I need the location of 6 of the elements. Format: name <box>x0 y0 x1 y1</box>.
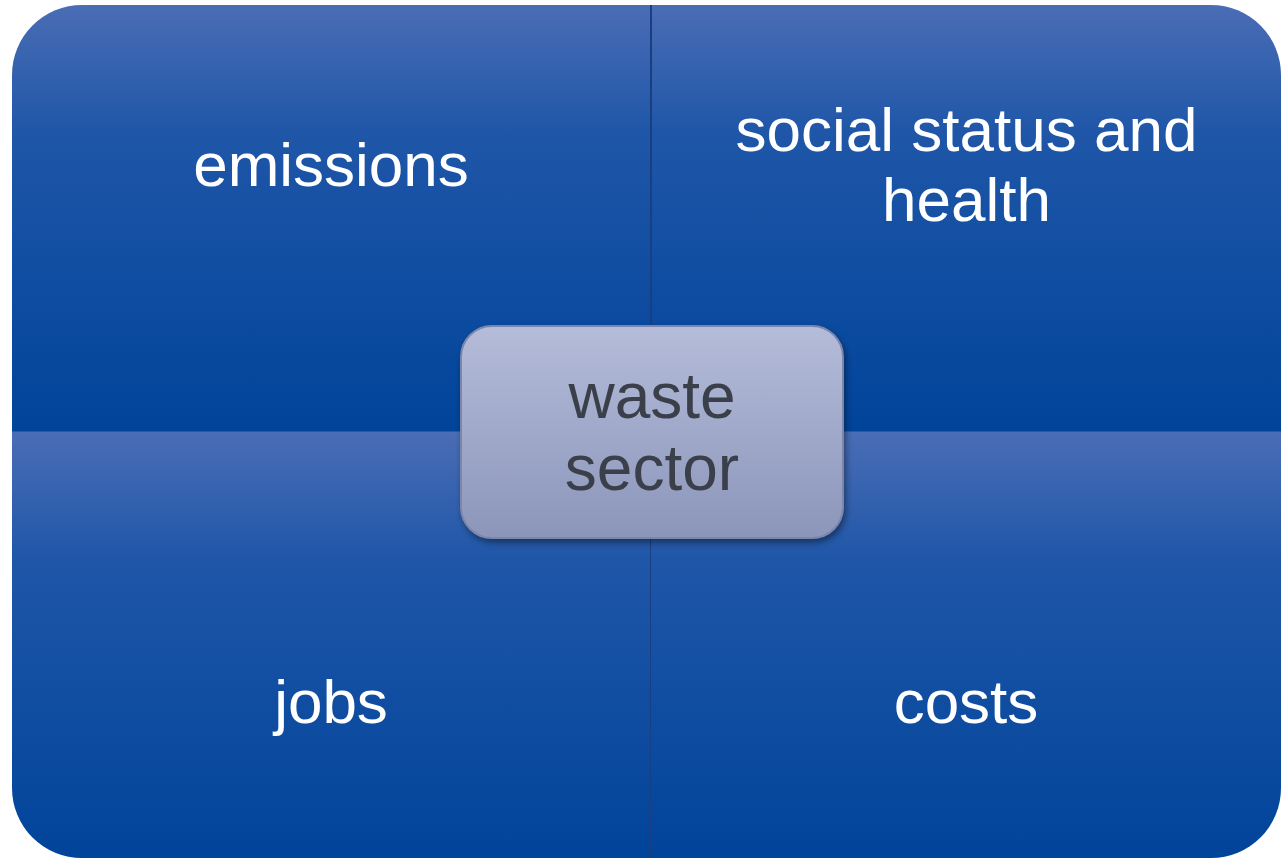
center-label: waste sector <box>563 360 741 504</box>
quadrant-label: emissions <box>193 130 469 200</box>
center-box <box>460 325 844 539</box>
quadrant-label: social status and health <box>734 95 1199 235</box>
quadrant-label: jobs <box>274 667 388 737</box>
quadrant-label: costs <box>893 667 1039 737</box>
